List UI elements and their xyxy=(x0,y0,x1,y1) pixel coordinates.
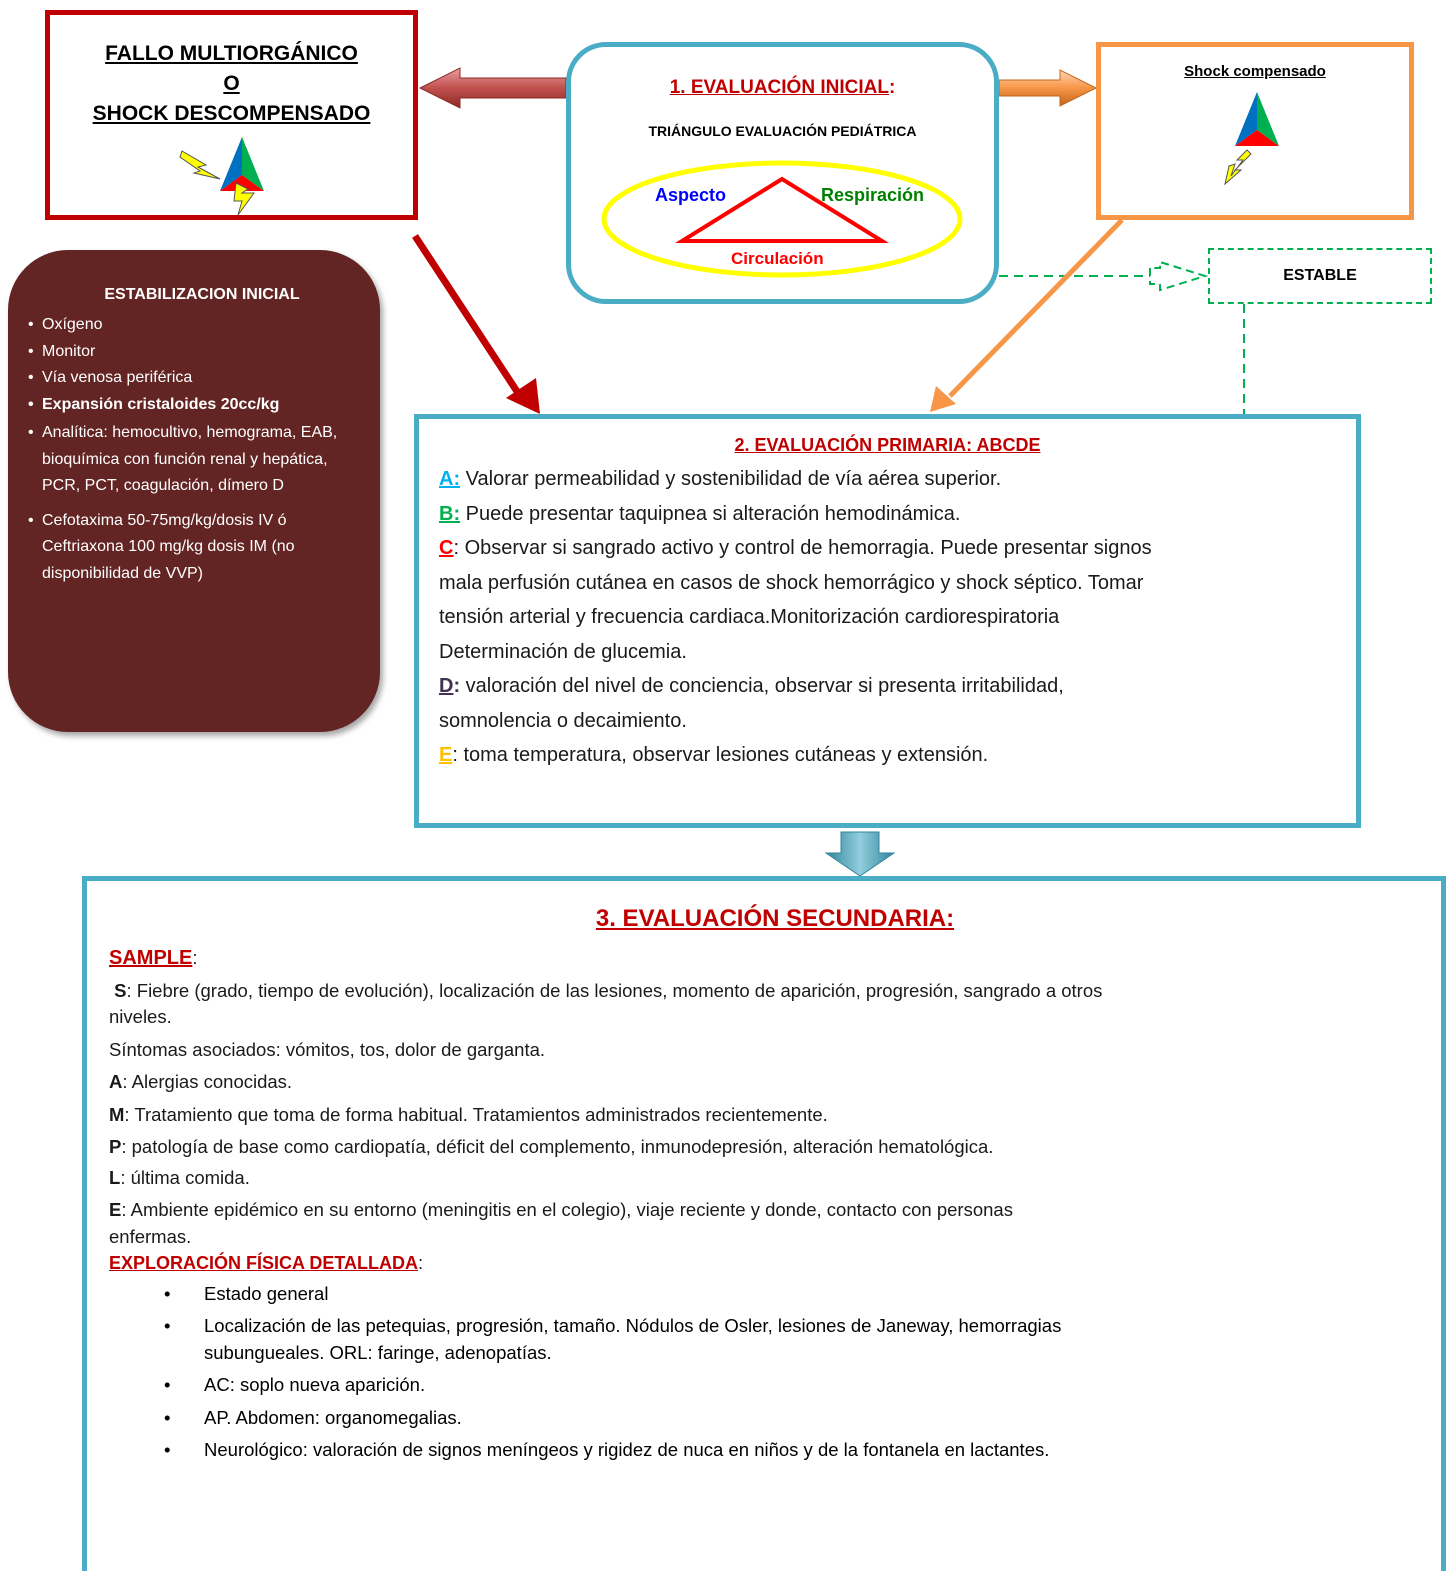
primaria-line-a: A: Valorar permeabilidad y sostenibilida… xyxy=(439,468,1002,490)
pediatric-triangle-lightning-icon xyxy=(1224,92,1279,186)
fallo-line-3: SHOCK DESCOMPENSADO xyxy=(92,102,371,125)
arrow-shock-to-primaria xyxy=(948,218,1124,398)
estable-label: ESTABLE xyxy=(1283,267,1357,284)
exploracion-heading: EXPLORACIÓN FÍSICA DETALLADA: xyxy=(109,1252,424,1273)
pediatric-triangle-lightning-icon xyxy=(178,137,264,216)
sample-p: P: patología de base como cardiopatía, d… xyxy=(109,1136,994,1157)
list-item: AC: soplo nueva aparición. xyxy=(164,1372,1441,1399)
evaluacion-primaria-box: 2. EVALUACIÓN PRIMARIA: ABCDE A: Valorar… xyxy=(414,414,1361,828)
primaria-line-c: C: Observar si sangrado activo y control… xyxy=(439,537,1152,559)
list-item: Cefotaxima 50-75mg/kg/dosis IV ó Ceftria… xyxy=(28,508,360,588)
sample-l: L: última comida. xyxy=(109,1166,250,1188)
list-item: Analítica: hemocultivo, hemograma, EAB, … xyxy=(28,420,360,500)
list-item: Localización de las petequias, progresió… xyxy=(164,1313,1441,1366)
shock-compensado-box: Shock compensado xyxy=(1096,42,1414,220)
respiracion-label: Respiración xyxy=(821,185,925,205)
sample-e: E: Ambiente epidémico en su entorno (men… xyxy=(109,1199,1013,1220)
primaria-line-c2: mala perfusión cutánea en casos de shock… xyxy=(439,571,1144,594)
list-item: Oxígeno xyxy=(28,312,360,339)
list-item: Expansión cristaloides 20cc/kg xyxy=(28,392,360,419)
list-item: AP. Abdomen: organomegalias. xyxy=(164,1405,1441,1432)
triangulo-subtitle: TRIÁNGULO EVALUACIÓN PEDIÁTRICA xyxy=(648,123,917,139)
primaria-line-e: E: toma temperatura, observar lesiones c… xyxy=(439,744,989,766)
list-item: Monitor xyxy=(28,339,360,366)
arrow-to-fallo xyxy=(418,67,567,109)
fallo-line-2: O xyxy=(223,72,240,95)
sample-s: S: Fiebre (grado, tiempo de evolución), … xyxy=(114,979,1103,1001)
fallo-line-1: FALLO MULTIORGÁNICO xyxy=(105,42,358,65)
primaria-line-d2: somnolencia o decaimiento. xyxy=(439,709,687,732)
primaria-line-d: D: valoración del nivel de conciencia, o… xyxy=(439,675,1064,697)
estable-box: ESTABLE xyxy=(1208,248,1432,304)
estabilizacion-inicial-box: ESTABILIZACION INICIAL Oxígeno Monitor V… xyxy=(8,250,380,732)
sample-e2: enfermas. xyxy=(109,1225,192,1247)
arrow-to-shock-compensado xyxy=(998,69,1098,107)
evaluacion-secundaria-title: 3. EVALUACIÓN SECUNDARIA: xyxy=(595,905,955,932)
circulacion-label: Circulación xyxy=(731,249,824,268)
sample-s3: Síntomas asociados: vómitos, tos, dolor … xyxy=(109,1038,546,1060)
sample-heading: SAMPLE: xyxy=(109,947,198,969)
arrow-to-secundaria xyxy=(824,831,896,877)
aspecto-label: Aspecto xyxy=(655,185,727,205)
list-item: Neurológico: valoración de signos meníng… xyxy=(164,1437,1441,1464)
primaria-line-b: B: Puede presentar taquipnea si alteraci… xyxy=(439,502,961,525)
evaluacion-inicial-box: 1. EVALUACIÓN INICIAL: TRIÁNGULO EVALUAC… xyxy=(566,42,999,304)
primaria-line-c3: tensión arterial y frecuencia cardiaca.M… xyxy=(439,606,1060,628)
evaluacion-secundaria-box: 3. EVALUACIÓN SECUNDARIA: SAMPLE: S: Fie… xyxy=(82,876,1446,1571)
list-item: Vía venosa periférica xyxy=(28,365,360,392)
estabilizacion-title: ESTABILIZACION INICIAL xyxy=(104,286,300,303)
exploracion-list: Estado general Localización de las peteq… xyxy=(109,1281,1441,1464)
evaluacion-inicial-title: 1. EVALUACIÓN INICIAL xyxy=(669,77,889,98)
fallo-multiorganico-box: FALLO MULTIORGÁNICO O SHOCK DESCOMPENSAD… xyxy=(45,10,418,220)
shock-compensado-title: Shock compensado xyxy=(1184,63,1326,80)
sample-m: M: Tratamiento que toma de forma habitua… xyxy=(109,1103,828,1125)
estabilizacion-list: Oxígeno Monitor Vía venosa periférica Ex… xyxy=(28,312,360,587)
arrow-fallo-to-primaria xyxy=(412,234,523,398)
primaria-line-c4: Determinación de glucemia. xyxy=(439,640,687,663)
list-item: Estado general xyxy=(164,1281,1441,1308)
sample-a: A: Alergias conocidas. xyxy=(109,1071,293,1092)
triangulo-evaluacion-pediatrica-diagram xyxy=(601,160,963,278)
evaluacion-primaria-title: 2. EVALUACIÓN PRIMARIA: ABCDE xyxy=(734,435,1041,455)
sample-s2: niveles. xyxy=(109,1006,172,1027)
